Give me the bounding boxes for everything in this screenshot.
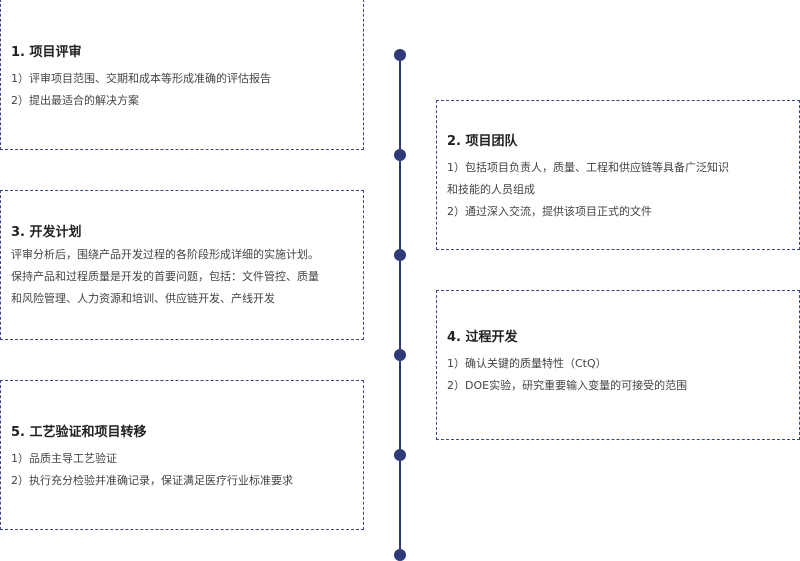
stage-title: 2. 项目团队: [447, 134, 518, 149]
stage-card-project-team: 2. 项目团队 1）包括项目负责人，质量、工程和供应链等具备广泛知识 和技能的人…: [436, 100, 800, 250]
timeline-dot-6: [394, 549, 406, 561]
timeline-dot-5: [394, 449, 406, 461]
timeline-dot-2: [394, 149, 406, 161]
timeline-dot-4: [394, 349, 406, 361]
timeline-dot-3: [394, 249, 406, 261]
timeline-dot-1: [394, 49, 406, 61]
stage-title: 4. 过程开发: [447, 330, 518, 345]
stage-line: 2）执行充分检验并准确记录，保证满足医疗行业标准要求: [11, 474, 293, 487]
stage-card-process-validation: 5. 工艺验证和项目转移 1）品质主导工艺验证 2）执行充分检验并准确记录，保证…: [0, 380, 364, 530]
timeline-line: [399, 55, 401, 555]
stage-line: 2）提出最适合的解决方案: [11, 94, 139, 107]
stage-line: 保持产品和过程质量是开发的首要问题，包括：文件管控、质量: [11, 270, 319, 283]
stage-line: 1）包括项目负责人，质量、工程和供应链等具备广泛知识: [447, 161, 729, 174]
stage-card-project-review: 1. 项目评审 1）评审项目范围、交期和成本等形成准确的评估报告 2）提出最适合…: [0, 0, 364, 150]
stage-title: 1. 项目评审: [11, 45, 82, 60]
stage-line: 1）评审项目范围、交期和成本等形成准确的评估报告: [11, 72, 271, 85]
stage-line: 2）通过深入交流，提供该项目正式的文件: [447, 205, 652, 218]
stage-line: 和技能的人员组成: [447, 183, 535, 196]
stage-card-development-plan: 3. 开发计划 评审分析后，围绕产品开发过程的各阶段形成详细的实施计划。 保持产…: [0, 190, 364, 340]
stage-line: 和风险管理、人力资源和培训、供应链开发、产线开发: [11, 292, 275, 305]
stage-line: 评审分析后，围绕产品开发过程的各阶段形成详细的实施计划。: [11, 248, 319, 261]
stage-line: 2）DOE实验，研究重要输入变量的可接受的范围: [447, 379, 688, 392]
stage-title: 5. 工艺验证和项目转移: [11, 425, 147, 440]
stage-card-process-development: 4. 过程开发 1）确认关键的质量特性（CtQ） 2）DOE实验，研究重要输入变…: [436, 290, 800, 440]
stage-title: 3. 开发计划: [11, 225, 82, 240]
stage-line: 1）品质主导工艺验证: [11, 452, 117, 465]
stage-line: 1）确认关键的质量特性（CtQ）: [447, 357, 607, 370]
